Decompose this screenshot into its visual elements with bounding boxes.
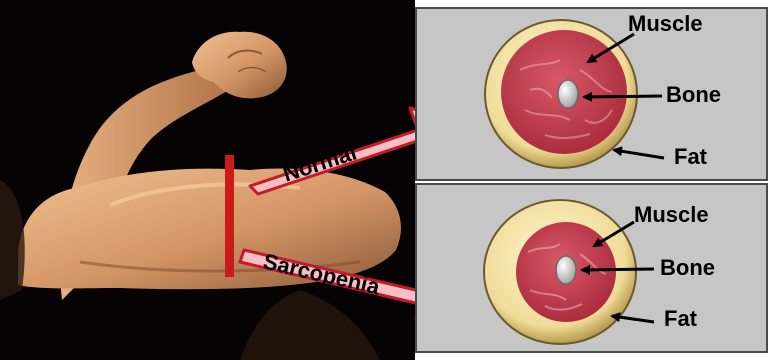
sarcopenia-bone-pointer (582, 269, 654, 270)
cross-section-marker (225, 155, 234, 277)
sarcopenia-fat-label: Fat (664, 306, 698, 331)
sarcopenia-bone-label: Bone (660, 255, 715, 280)
normal-bone (558, 80, 578, 108)
sarcopenia-muscle-label: Muscle (634, 202, 709, 227)
normal-muscle-label: Muscle (628, 11, 703, 36)
sarcopenia-cross-section-panel: Muscle Bone Fat (416, 184, 767, 352)
normal-bone-label: Bone (666, 82, 721, 107)
normal-fat-label: Fat (674, 144, 708, 169)
normal-cross-section-panel: Muscle Bone Fat (416, 8, 767, 180)
sarcopenia-bone (556, 256, 576, 284)
normal-bone-pointer (584, 96, 662, 97)
